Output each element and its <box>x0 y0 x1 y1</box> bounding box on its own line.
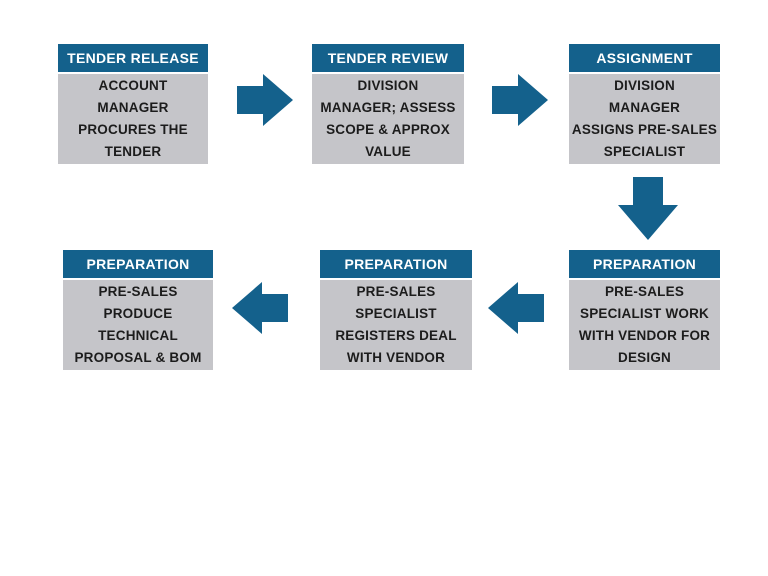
step-box-preparation-register: PREPARATION PRE-SALES SPECIALIST REGISTE… <box>320 250 472 370</box>
step-box-preparation-design: PREPARATION PRE-SALES SPECIALIST WORK WI… <box>569 250 720 370</box>
step-description: ACCOUNT MANAGER PROCURES THE TENDER <box>58 74 208 164</box>
step-description: PRE-SALES PRODUCE TECHNICAL PROPOSAL & B… <box>63 280 213 370</box>
step-box-preparation-proposal: PREPARATION PRE-SALES PRODUCE TECHNICAL … <box>63 250 213 370</box>
step-title: ASSIGNMENT <box>569 44 720 72</box>
step-title: TENDER REVIEW <box>312 44 464 72</box>
step-title: TENDER RELEASE <box>58 44 208 72</box>
arrow-right-icon <box>237 74 293 126</box>
step-box-tender-review: TENDER REVIEW DIVISION MANAGER; ASSESS S… <box>312 44 464 164</box>
arrow-right-icon <box>492 74 548 126</box>
arrow-down-icon <box>618 177 678 240</box>
step-description: PRE-SALES SPECIALIST WORK WITH VENDOR FO… <box>569 280 720 370</box>
arrow-left-icon <box>232 282 288 334</box>
step-description: DIVISION MANAGER; ASSESS SCOPE & APPROX … <box>312 74 464 164</box>
step-description: DIVISION MANAGER ASSIGNS PRE-SALES SPECI… <box>569 74 720 164</box>
arrow-left-icon <box>488 282 544 334</box>
step-title: PREPARATION <box>63 250 213 278</box>
step-box-assignment: ASSIGNMENT DIVISION MANAGER ASSIGNS PRE-… <box>569 44 720 164</box>
step-box-tender-release: TENDER RELEASE ACCOUNT MANAGER PROCURES … <box>58 44 208 164</box>
step-title: PREPARATION <box>569 250 720 278</box>
step-description: PRE-SALES SPECIALIST REGISTERS DEAL WITH… <box>320 280 472 370</box>
step-title: PREPARATION <box>320 250 472 278</box>
